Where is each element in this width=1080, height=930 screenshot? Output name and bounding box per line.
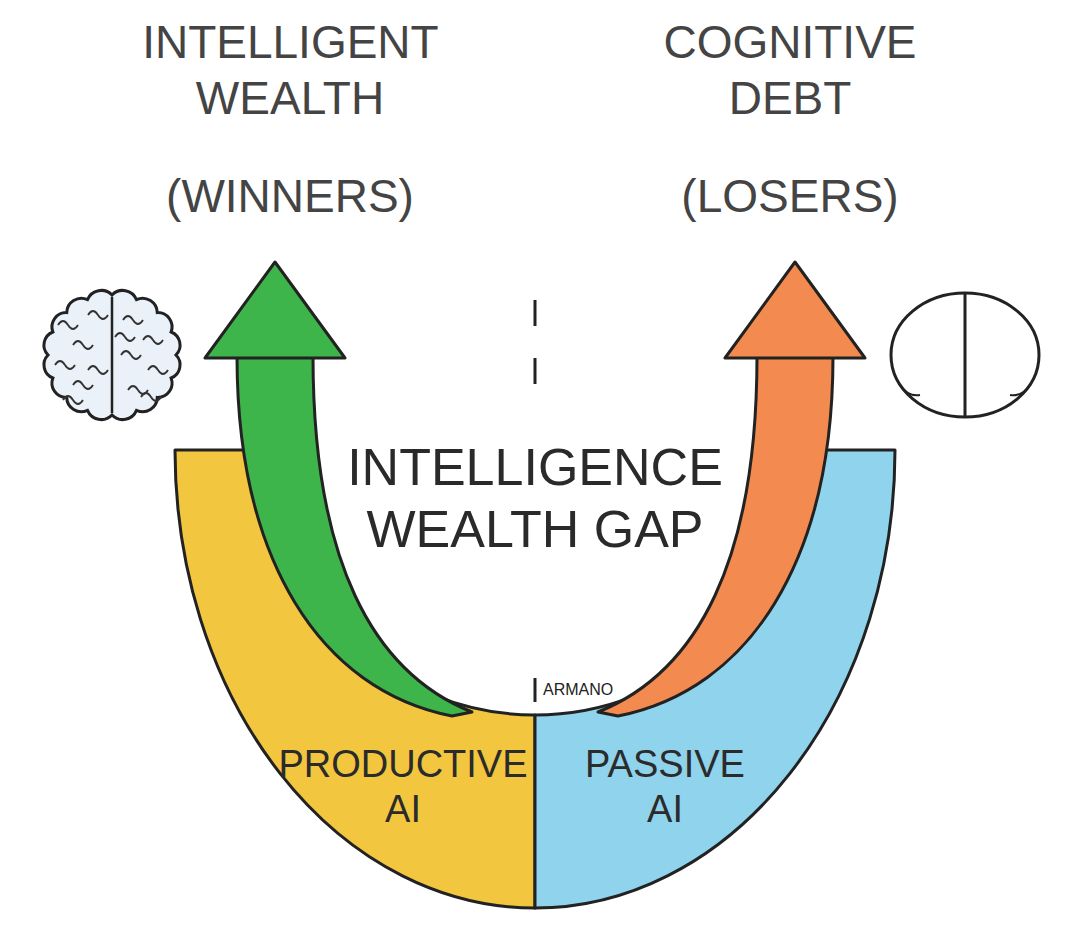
- brain-fold: [73, 341, 93, 349]
- brain-fold: [88, 311, 108, 319]
- outcome-tag: (LOSERS): [681, 168, 898, 224]
- brain-outline: [891, 293, 1039, 417]
- arrow-head: [205, 262, 345, 358]
- brain-detail: [900, 385, 1030, 395]
- outcome-tag: (WINNERS): [166, 168, 414, 224]
- center-title: INTELLIGENCE WEALTH GAP: [347, 436, 723, 561]
- brain-fold: [55, 361, 75, 369]
- brain-fold: [123, 316, 143, 324]
- brain-midline: [111, 297, 114, 413]
- brain-fold: [88, 366, 108, 374]
- outcome-heading: COGNITIVE DEBT: [663, 14, 916, 126]
- band-label: PRODUCTIVE AI: [278, 742, 527, 832]
- signature-tick: [534, 678, 537, 702]
- divider-dash: [534, 300, 537, 415]
- brain-midline: [964, 294, 967, 416]
- brain-fold: [58, 321, 78, 329]
- brain-fold: [73, 381, 93, 389]
- detailed-brain-icon: [44, 290, 180, 419]
- brain-outline: [44, 290, 180, 419]
- brain-fold: [121, 351, 141, 359]
- brain-fold: [148, 366, 168, 374]
- brain-fold: [141, 393, 161, 401]
- arrow-head: [725, 262, 865, 358]
- band-label: PASSIVE AI: [585, 742, 745, 832]
- outcome-heading: INTELLIGENT WEALTH: [142, 14, 438, 126]
- brain-fold: [115, 333, 135, 341]
- brain-fold: [63, 396, 83, 404]
- signature: ARMANO: [543, 680, 613, 700]
- blank-brain-icon: [891, 293, 1039, 417]
- brain-fold: [143, 336, 163, 344]
